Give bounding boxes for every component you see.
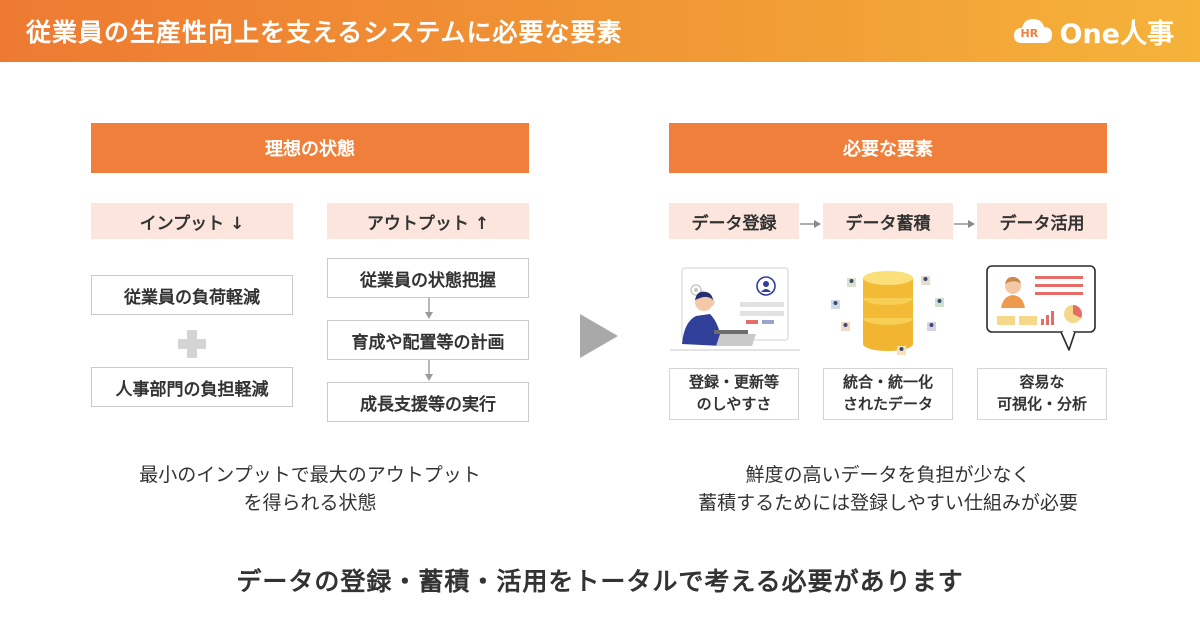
ideal-state-note: 最小のインプットで最大のアウトプット を得られる状態 — [60, 462, 560, 517]
down-arrow-icon — [423, 360, 435, 382]
caption-line: 容易な — [1019, 373, 1065, 392]
caption-line: のしやすさ — [696, 395, 772, 413]
step-arrow-icon — [800, 215, 822, 228]
input-item: 人事部門の負担軽減 — [91, 367, 293, 407]
required-elements-header: 必要な要素 — [669, 123, 1107, 173]
down-arrow-icon — [423, 298, 435, 320]
output-item: 成長支援等の実行 — [327, 382, 529, 422]
output-item: 従業員の状態把握 — [327, 258, 529, 298]
analytics-illustration — [977, 262, 1107, 358]
caption-storage: 統合・統一化 されたデータ — [823, 368, 953, 420]
required-elements-note: 鮮度の高いデータを負担が少なく 蓄積するためには登録しやすい仕組みが必要 — [628, 462, 1148, 517]
step-data-utilization: データ活用 — [977, 203, 1107, 239]
input-label: インプット ↓ — [91, 203, 293, 239]
caption-line: 登録・更新等 — [688, 373, 779, 392]
caption-entry: 登録・更新等 のしやすさ — [669, 368, 799, 420]
plus-icon — [175, 327, 209, 361]
output-item: 育成や配置等の計画 — [327, 320, 529, 360]
ideal-state-header: 理想の状態 — [91, 123, 529, 173]
output-label: アウトプット ↑ — [327, 203, 529, 239]
step-data-entry: データ登録 — [669, 203, 799, 239]
note-line: を得られる状態 — [243, 491, 377, 514]
note-line: 鮮度の高いデータを負担が少なく — [745, 464, 1031, 486]
brand-logo: HR One人事 — [1012, 14, 1175, 50]
caption-line: 統合・統一化 — [842, 373, 933, 392]
title-bar: 従業員の生産性向上を支えるシステムに必要な要素 HR One人事 — [0, 0, 1200, 62]
summary-message: データの登録・蓄積・活用をトータルで考える必要があります — [236, 567, 964, 596]
page-title: 従業員の生産性向上を支えるシステムに必要な要素 — [26, 18, 623, 47]
right-arrow-icon — [578, 312, 620, 360]
cloud-logo-icon: HR — [1012, 16, 1054, 46]
caption-utilization: 容易な 可視化・分析 — [977, 368, 1107, 420]
caption-line: 可視化・分析 — [996, 395, 1087, 413]
logo-text: One人事 — [1059, 18, 1175, 50]
step-arrow-icon — [954, 215, 976, 228]
note-line: 蓄積するためには登録しやすい仕組みが必要 — [698, 491, 1078, 514]
caption-line: されたデータ — [842, 395, 933, 413]
step-data-storage: データ蓄積 — [823, 203, 953, 239]
note-line: 最小のインプットで最大のアウトプット — [139, 464, 481, 486]
logo-badge: HR — [1020, 27, 1039, 40]
database-illustration — [823, 262, 953, 358]
data-entry-illustration — [670, 262, 800, 358]
input-item: 従業員の負荷軽減 — [91, 275, 293, 315]
